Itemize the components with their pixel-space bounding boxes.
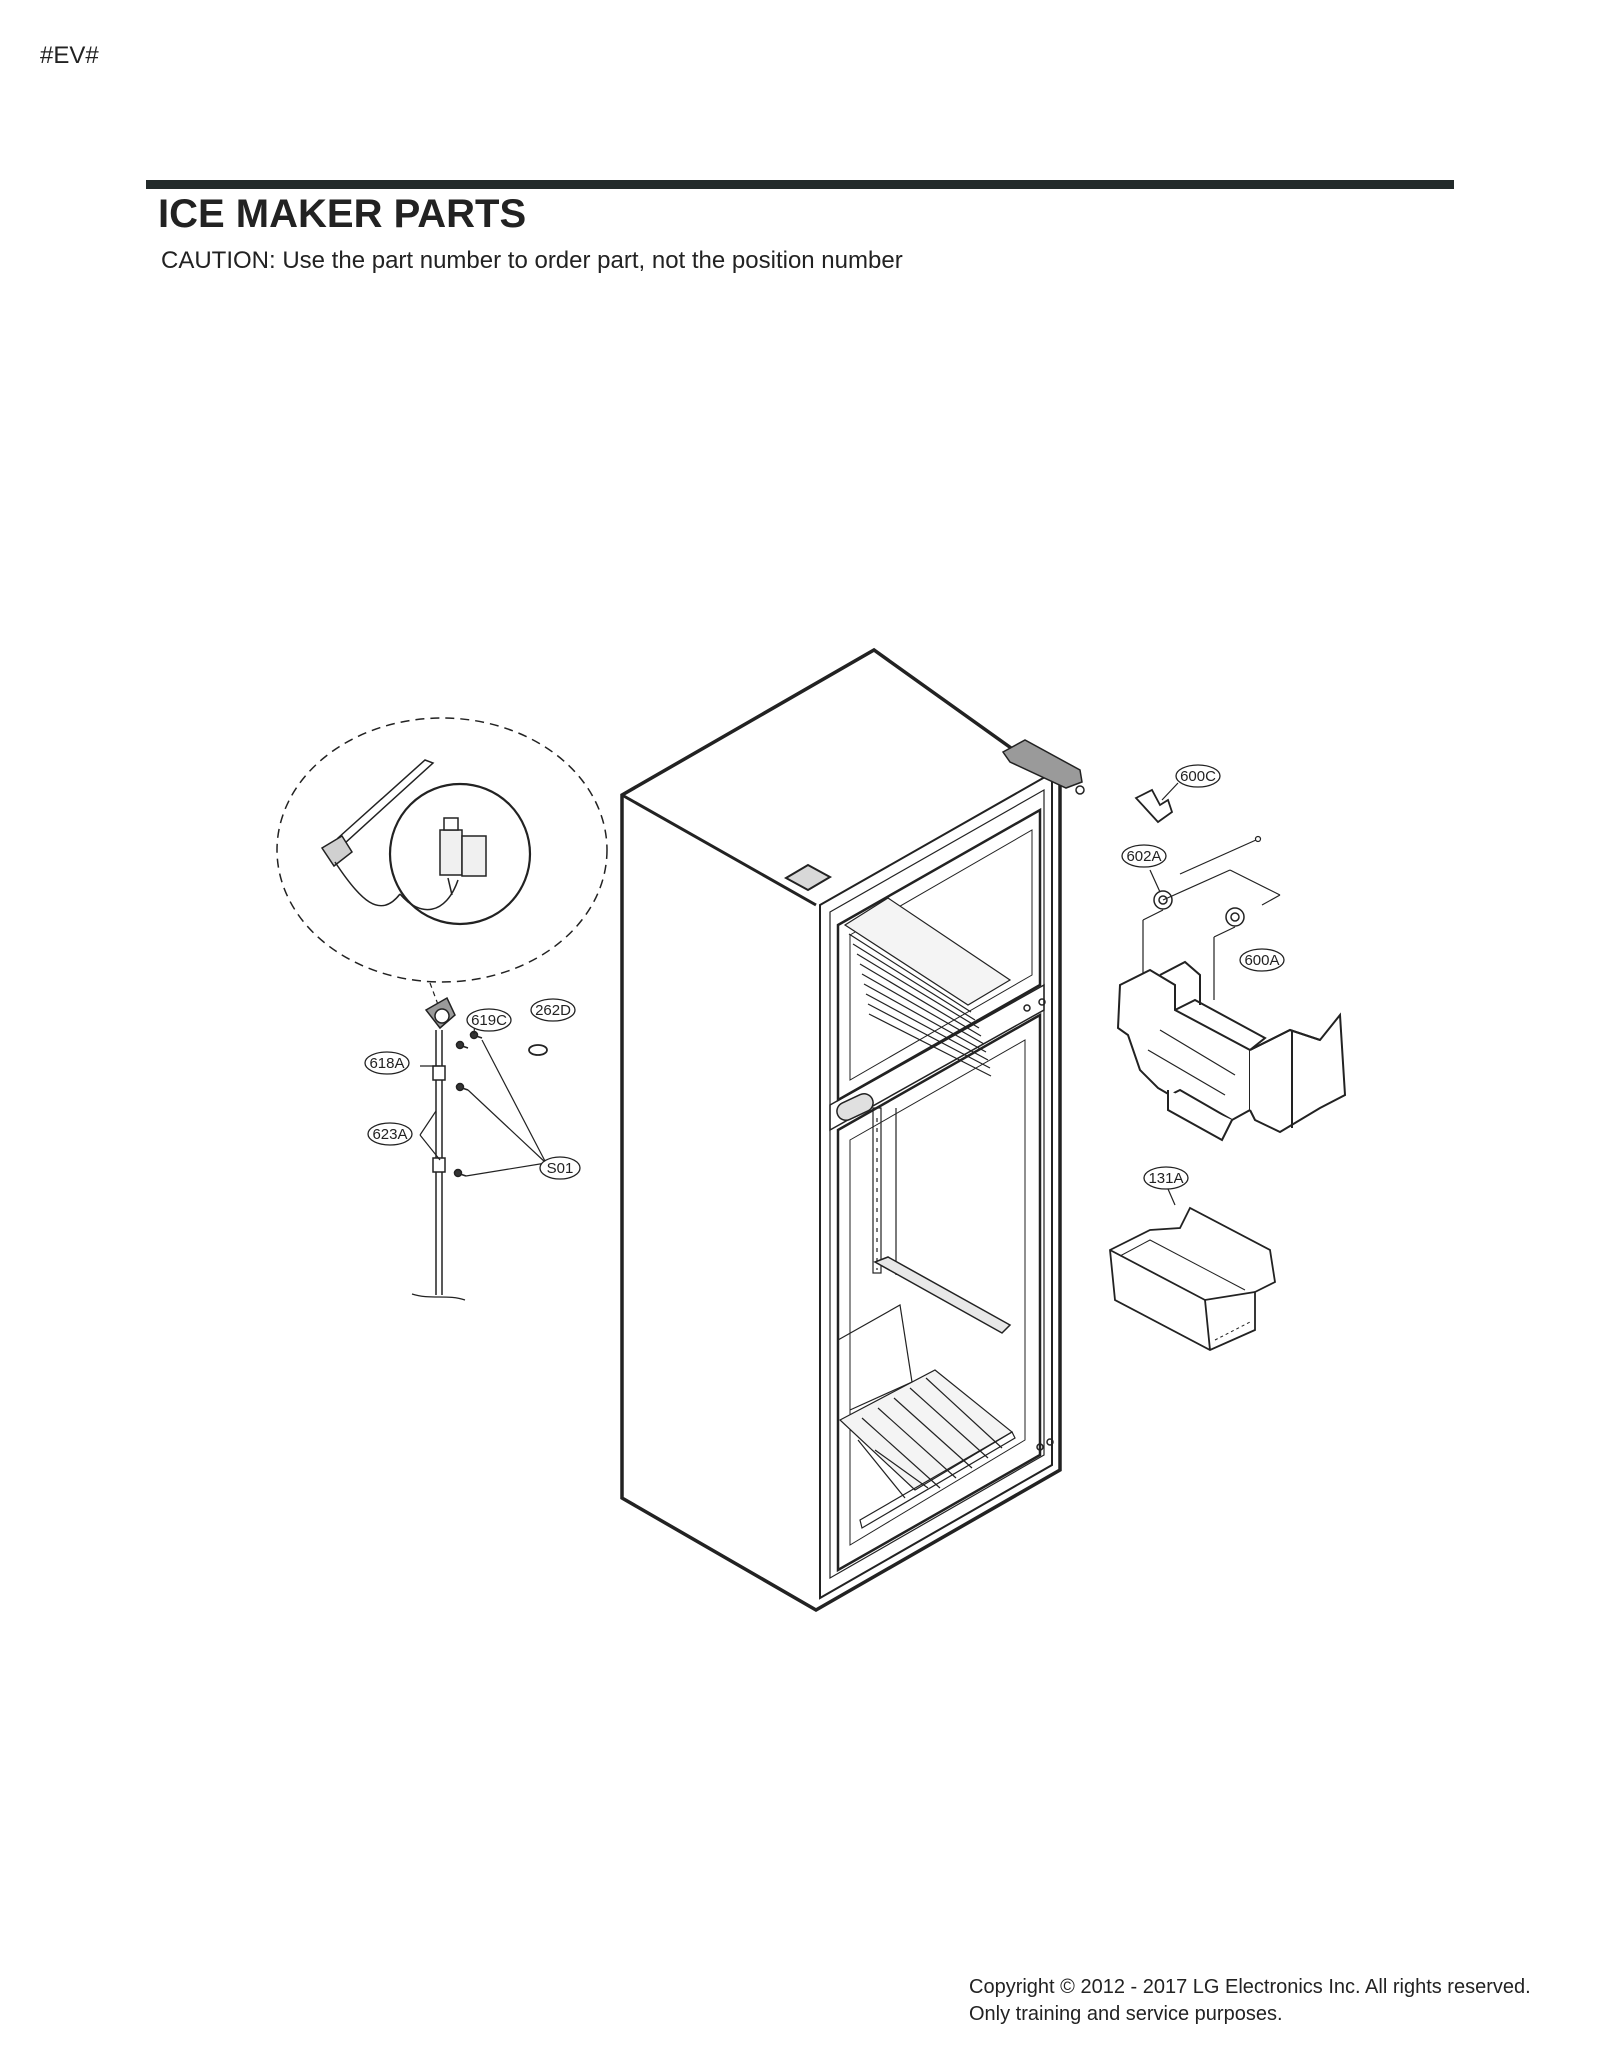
water-valve-detail	[399, 817, 487, 911]
hinge-holes	[1023, 998, 1054, 1451]
svg-text:602A: 602A	[1126, 848, 1161, 865]
caution-text: CAUTION: Use the part number to order pa…	[161, 247, 903, 274]
inlet-pipe-detail	[320, 759, 435, 907]
page-marker: #EV#	[40, 42, 99, 69]
screw-fasteners	[453, 1030, 483, 1178]
callout-s01: S01	[539, 1156, 581, 1180]
copyright-notice: Copyright © 2012 - 2017 LG Electronics I…	[969, 1974, 1531, 2028]
page-title: ICE MAKER PARTS	[158, 192, 527, 236]
crisper-floor	[838, 1369, 1014, 1499]
callout-623a: 623A	[367, 1122, 413, 1146]
detail-bubble	[276, 717, 608, 983]
grommet-262d	[528, 1044, 548, 1056]
top-hinge	[1001, 739, 1085, 795]
copyright-line: Copyright © 2012 - 2017 LG Electronics I…	[969, 1976, 1531, 1998]
ice-bin-131a	[1109, 1206, 1276, 1351]
crisper-cover	[837, 1304, 913, 1411]
usage-note: Only training and service purposes.	[969, 2003, 1283, 2025]
callout-618a: 618A	[364, 1051, 410, 1075]
side-rail	[872, 1107, 897, 1275]
water-valve-inset	[388, 782, 532, 926]
freezer-shelf	[843, 897, 1012, 1077]
svg-text:600C: 600C	[1180, 768, 1216, 785]
water-valve-assembly	[411, 996, 466, 1301]
svg-text:131A: 131A	[1148, 1170, 1183, 1187]
drain-strip	[859, 1431, 1016, 1529]
svg-text:619C: 619C	[471, 1012, 507, 1029]
svg-text:600A: 600A	[1244, 952, 1279, 969]
refrigerator-cabinet	[620, 647, 1062, 1613]
callout-leaders	[419, 782, 1179, 1206]
bubble-leader	[429, 982, 441, 1011]
ice-maker-600a	[1116, 960, 1347, 1142]
svg-text:618A: 618A	[369, 1055, 404, 1072]
svg-text:262D: 262D	[535, 1002, 571, 1019]
fresh-food-shelf	[873, 1256, 1012, 1334]
handle-recess	[836, 1093, 874, 1121]
ice-maker-leaders	[1142, 869, 1281, 1000]
callout-600a: 600A	[1239, 948, 1285, 972]
svg-text:623A: 623A	[372, 1126, 407, 1143]
callout-602a: 602A	[1121, 844, 1167, 868]
ice-maker-screw	[1179, 839, 1257, 875]
callout-600c: 600C	[1175, 764, 1221, 788]
grommets-602a	[1153, 890, 1245, 927]
callout-262d: 262D	[530, 998, 576, 1022]
title-rule	[146, 180, 1454, 189]
top-vent	[783, 863, 833, 892]
bracket-600c	[1134, 788, 1174, 824]
svg-text:S01: S01	[547, 1160, 574, 1177]
callout-619c: 619C	[466, 1008, 512, 1032]
callout-131a: 131A	[1143, 1166, 1189, 1190]
